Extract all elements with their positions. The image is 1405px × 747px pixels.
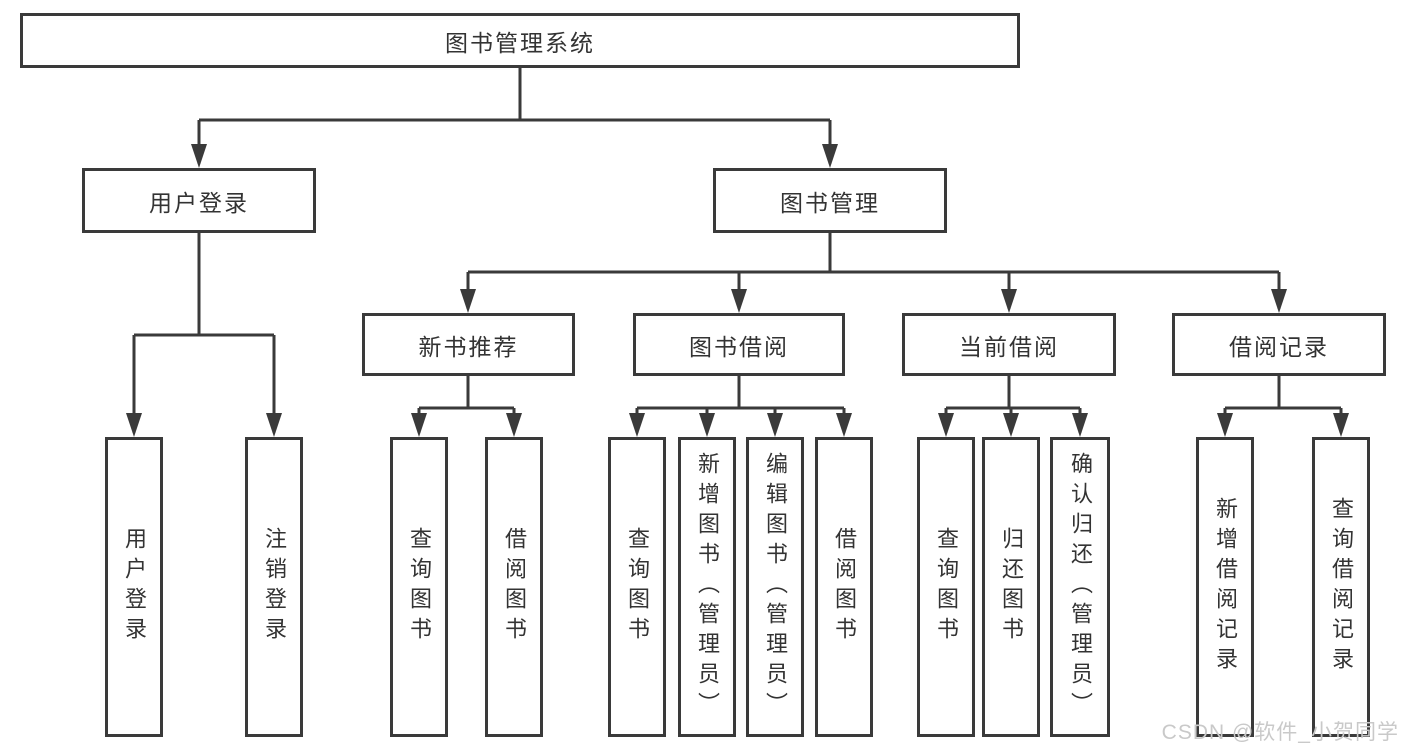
arrowhead xyxy=(699,413,715,437)
connector-new-book-group xyxy=(417,376,516,433)
node-book-borrow: 图书借阅 xyxy=(633,313,845,376)
arrowhead xyxy=(629,413,645,437)
leaf-edit-books-admin: 编辑图书（管理员） xyxy=(746,437,804,737)
arrowhead xyxy=(1072,413,1088,437)
node-user-login: 用户登录 xyxy=(82,168,316,233)
node-new-book-recommend: 新书推荐 xyxy=(362,313,575,376)
arrowhead xyxy=(836,413,852,437)
leaf-query-books-borrow: 查询图书 xyxy=(608,437,666,737)
arrowhead xyxy=(1271,289,1287,313)
arrowhead xyxy=(126,413,142,437)
arrowhead xyxy=(731,289,747,313)
connector-book-management-group xyxy=(466,233,1281,309)
arrowhead xyxy=(411,413,427,437)
leaf-user-login: 用户登录 xyxy=(105,437,163,737)
csdn-watermark: CSDN @软件_小贺同学 xyxy=(1161,721,1399,744)
node-borrow-records: 借阅记录 xyxy=(1172,313,1386,376)
leaf-return-books: 归还图书 xyxy=(982,437,1040,737)
arrowhead xyxy=(191,144,207,168)
leaf-query-books-recommend: 查询图书 xyxy=(390,437,448,737)
arrowhead xyxy=(266,413,282,437)
leaf-confirm-return-admin: 确认归还（管理员） xyxy=(1050,437,1110,737)
leaf-borrow-books: 借阅图书 xyxy=(815,437,873,737)
arrowhead xyxy=(822,144,838,168)
leaf-query-borrow-record: 查询借阅记录 xyxy=(1312,437,1370,737)
leaf-add-borrow-record: 新增借阅记录 xyxy=(1196,437,1254,737)
arrowhead xyxy=(1001,289,1017,313)
connector-root-to-level2 xyxy=(197,68,832,164)
node-root: 图书管理系统 xyxy=(20,13,1020,68)
arrowhead xyxy=(767,413,783,437)
arrowhead xyxy=(506,413,522,437)
leaf-query-books-current: 查询图书 xyxy=(917,437,975,737)
node-book-management: 图书管理 xyxy=(713,168,947,233)
leaf-borrow-books-recommend: 借阅图书 xyxy=(485,437,543,737)
connector-user-login-group xyxy=(132,233,276,433)
node-current-borrow: 当前借阅 xyxy=(902,313,1116,376)
arrowhead xyxy=(1217,413,1233,437)
arrowhead xyxy=(1333,413,1349,437)
connector-book-borrow-group xyxy=(635,376,846,433)
leaf-add-books-admin: 新增图书（管理员） xyxy=(678,437,736,737)
arrowhead xyxy=(460,289,476,313)
connector-borrow-records-group xyxy=(1223,376,1343,433)
arrowhead xyxy=(1003,413,1019,437)
arrowhead xyxy=(938,413,954,437)
leaf-logout: 注销登录 xyxy=(245,437,303,737)
